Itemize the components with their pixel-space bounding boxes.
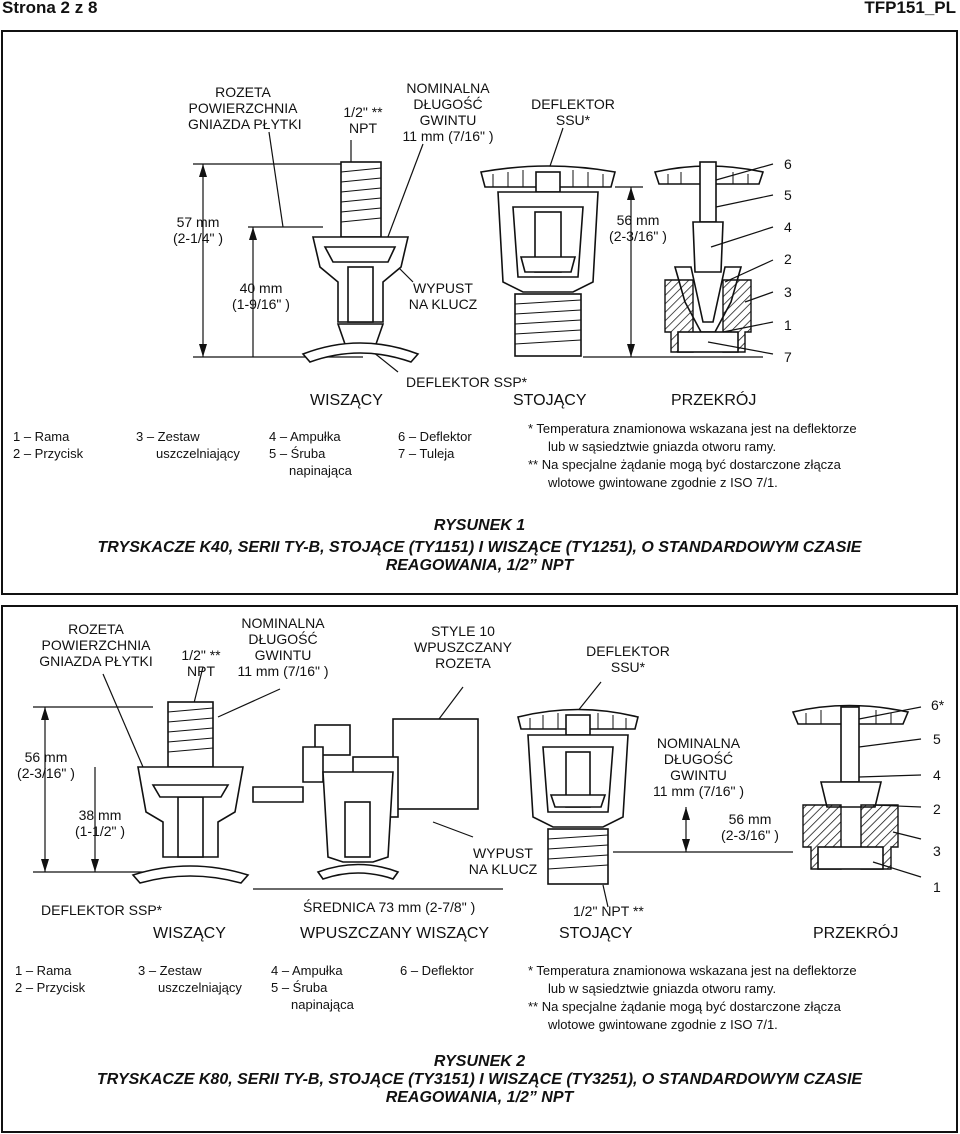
part-number-2: 2 — [933, 801, 941, 817]
figure-1-caption: RYSUNEK 1 TRYSKACZE K40, SERII TY-B, STO… — [97, 517, 862, 574]
part-number-6: 6 — [784, 156, 792, 172]
view-label-recessed: WPUSZCZANY WISZĄCY — [300, 925, 490, 942]
part-number-5: 5 — [784, 187, 792, 203]
upright-sprinkler-drawing — [517, 708, 639, 885]
label-deflector-ssp: DEFLEKTOR SSP* — [406, 374, 528, 390]
leader-npt-bottom — [602, 884, 609, 908]
part-number-1: 1 — [784, 317, 792, 333]
dimension-56-line — [583, 186, 763, 358]
figure-2-caption: RYSUNEK 2 TRYSKACZE K80, SERII TY-B, STO… — [96, 1053, 863, 1106]
view-label-pendent: WISZĄCY — [153, 925, 226, 942]
part-number-1: 1 — [933, 879, 941, 895]
label-dim-57: 57 mm(2-1/4" ) — [172, 214, 224, 246]
dimension-57-line — [193, 163, 363, 358]
dimension-56b-line — [613, 807, 793, 853]
leader-rozeta — [102, 673, 144, 768]
upright-sprinkler-drawing — [480, 165, 616, 357]
figure-2-drawing — [33, 666, 922, 908]
page-number: Strona 2 z 8 — [2, 0, 98, 17]
leader-rozeta — [268, 131, 284, 228]
part-number-3: 3 — [784, 284, 792, 300]
leader-npt — [192, 666, 204, 708]
recessed-pendent-drawing — [252, 718, 479, 880]
document-id: TFP151_PL — [864, 0, 956, 17]
part-number-5: 5 — [933, 731, 941, 747]
label-npt: 1/2" **NPT — [181, 647, 221, 679]
dimension-40-line — [248, 226, 323, 357]
footnotes: * Temperatura znamionowa wskazana jest n… — [528, 421, 857, 490]
leader-nominal — [217, 688, 281, 718]
view-label-upright: STOJĄCY — [559, 925, 633, 942]
label-dim-56b: 56 mm(2-3/16" ) — [721, 811, 779, 843]
label-dim-38: 38 mm(1-1/2" ) — [74, 807, 126, 839]
dimension-38-line — [91, 767, 99, 872]
leader-wypust — [432, 821, 474, 838]
label-dim-56a: 56 mm(2-3/16" ) — [17, 749, 75, 781]
part-number-7: 7 — [784, 349, 792, 365]
cross-section-drawing — [791, 704, 922, 878]
view-label-section: PRZEKRÓJ — [813, 925, 899, 942]
label-npt: 1/2" **NPT — [343, 104, 383, 136]
footnotes: * Temperatura znamionowa wskazana jest n… — [528, 963, 857, 1032]
part-number-4: 4 — [933, 767, 941, 783]
part-number-6: 6* — [931, 697, 945, 713]
view-label-section: PRZEKRÓJ — [671, 392, 757, 409]
pendent-sprinkler-drawing — [301, 161, 420, 363]
part-number-2: 2 — [784, 251, 792, 267]
pendent-sprinkler-drawing — [131, 701, 250, 884]
leader-ssp — [372, 351, 399, 373]
view-label-upright: STOJĄCY — [513, 392, 587, 409]
leader-ssu — [547, 127, 564, 173]
label-dim-40: 40 mm(1-9/16" ) — [232, 280, 290, 312]
figure-1-drawing — [193, 127, 774, 373]
legend-col-4: 6 – Deflektor — [400, 963, 474, 978]
view-label-pendent: WISZĄCY — [310, 392, 383, 409]
cross-section-drawing — [653, 161, 774, 355]
label-npt-bottom: 1/2" NPT ** — [573, 903, 644, 919]
part-number-3: 3 — [933, 843, 941, 859]
label-deflector-ssp: DEFLEKTOR SSP* — [41, 902, 163, 918]
label-diameter: ŚREDNICA 73 mm (2-7/8" ) — [303, 899, 476, 915]
label-dim-56: 56 mm(2-3/16" ) — [609, 212, 667, 244]
leader-nominal — [385, 143, 424, 243]
part-number-4: 4 — [784, 219, 792, 235]
